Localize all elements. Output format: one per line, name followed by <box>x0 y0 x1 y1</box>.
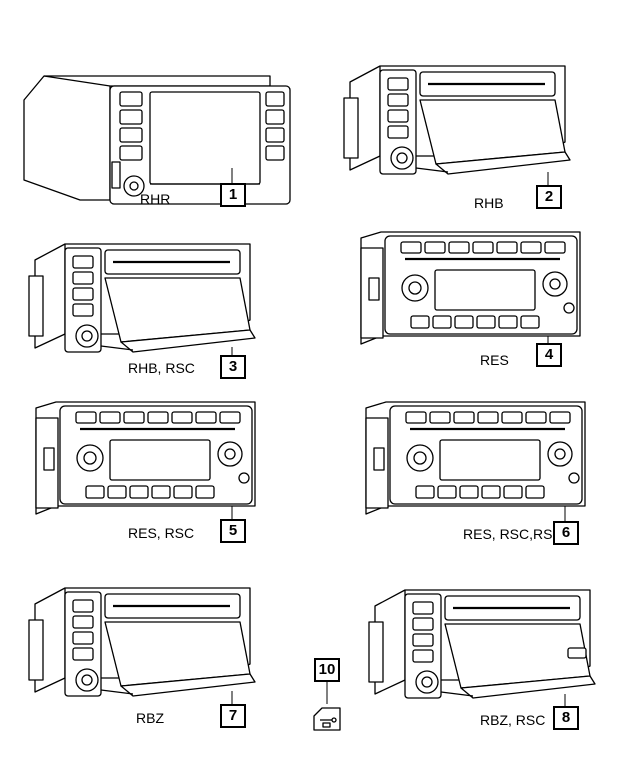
code-label-4: RES <box>480 352 509 368</box>
code-label-6: RES, RSC,RSP <box>463 526 562 542</box>
callout-6: 6 <box>553 521 579 545</box>
radio-rbz-drawing <box>27 586 257 698</box>
code-label-5: RES, RSC <box>128 525 195 541</box>
radio-rhr-drawing <box>23 75 291 205</box>
code-label-1: RHR <box>140 191 171 207</box>
code-label-2: RHB <box>474 195 504 211</box>
code-label-3: RHB, RSC <box>128 360 195 376</box>
usb-port-icon <box>313 707 341 731</box>
callout-4: 4 <box>536 343 562 367</box>
usb-module-drawing <box>567 647 587 659</box>
callout-1: 1 <box>220 183 246 207</box>
code-label-7: RBZ <box>136 710 164 726</box>
radio-rhb-drawing <box>342 64 572 176</box>
callout-3: 3 <box>220 355 246 379</box>
radio-rhb-rsc-drawing <box>27 242 257 354</box>
radio-rbz-rsc-drawing <box>367 588 597 700</box>
callout-8: 8 <box>553 706 579 730</box>
callout-10: 10 <box>314 658 340 682</box>
radio-res-drawing <box>359 230 582 346</box>
callout-5: 5 <box>220 519 246 543</box>
radio-res-rsc-rsp-drawing <box>364 400 587 516</box>
callout-7: 7 <box>220 704 246 728</box>
code-label-8: RBZ, RSC <box>480 712 546 728</box>
callout-2: 2 <box>536 185 562 209</box>
radio-res-rsc-drawing <box>34 400 257 516</box>
